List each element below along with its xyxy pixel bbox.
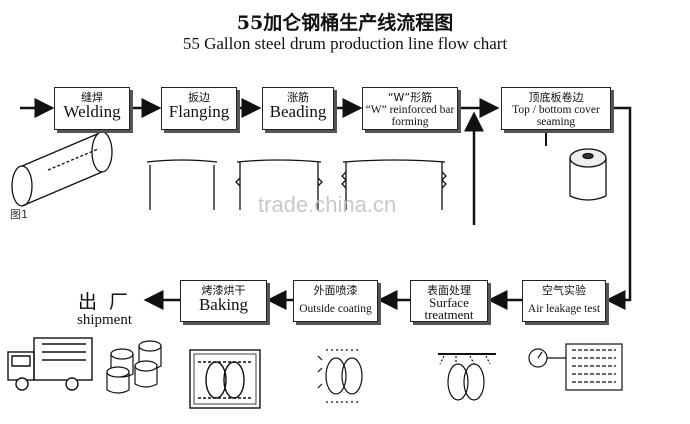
arrow-seaming-airtest: [605, 106, 632, 310]
title-chinese: 55加仑钢桶生产线流程图: [236, 12, 454, 34]
step-cn-w-bar: “W”形筋: [387, 91, 433, 104]
baking-oven-illustration: [189, 349, 261, 409]
step-cn-flanging: 扳边: [188, 91, 210, 104]
step-box-surface: 表面处理 Surface treatment: [410, 280, 488, 322]
step-en-welding: Welding: [63, 102, 121, 121]
step-box-baking: 烤漆烘干 Baking: [180, 280, 267, 322]
step-cn-coating: 外面喷漆: [313, 284, 358, 297]
step-en-baking: Baking: [198, 295, 249, 314]
w-bar-drum-illustration: [341, 159, 447, 210]
step-box-beading: 涨筋 Beading: [262, 87, 334, 130]
surface-treatment-illustration: [438, 353, 496, 401]
step-box-seaming: 顶底板卷边 Top / bottom cover seaming: [501, 87, 611, 130]
step-box-air-test: 空气实验 Air leakage test: [522, 280, 606, 322]
step-cn-beading: 涨筋: [287, 91, 309, 104]
stacked-drums-illustration: [106, 340, 162, 394]
flanging-drum-illustration: [146, 159, 218, 210]
coating-illustration: [317, 349, 363, 403]
step-en-w-bar: “W” reinforced bar forming: [365, 104, 455, 128]
step-en-seaming: Top / bottom cover seaming: [512, 104, 600, 128]
step-cn-surface: 表面处理: [427, 284, 471, 297]
air-test-illustration: [528, 343, 623, 391]
step-cn-welding: 缝焊: [81, 91, 103, 104]
shipment-cn: 出厂: [78, 291, 141, 313]
beading-drum-illustration: [235, 159, 323, 210]
step-cn-air-test: 空气实验: [542, 284, 586, 297]
step-box-welding: 缝焊 Welding: [54, 87, 130, 130]
step-en-air-test: Air leakage test: [527, 303, 601, 315]
step-box-flanging: 扳边 Flanging: [161, 87, 237, 130]
step-cn-baking: 烤漆烘干: [201, 284, 246, 297]
seamed-drum-illustration: [545, 126, 607, 201]
step-en-coating: Outside coating: [299, 303, 372, 315]
watermark: trade.china.cn: [258, 192, 397, 217]
step-box-w-bar: “W”形筋 “W” reinforced bar forming: [362, 87, 458, 130]
step-en-surface: Surface treatment: [424, 295, 474, 322]
step-en-beading: Beading: [269, 102, 327, 121]
step-en-flanging: Flanging: [168, 102, 230, 121]
welding-drum-illustration: [11, 131, 113, 207]
truck-illustration: [7, 337, 93, 391]
figure-label: 图1: [10, 208, 28, 221]
title-english: 55 Gallon steel drum production line flo…: [182, 34, 508, 53]
step-box-coating: 外面喷漆 Outside coating: [293, 280, 378, 322]
shipment-en: shipment: [77, 312, 132, 328]
step-cn-seaming: 顶底板卷边: [528, 91, 584, 104]
